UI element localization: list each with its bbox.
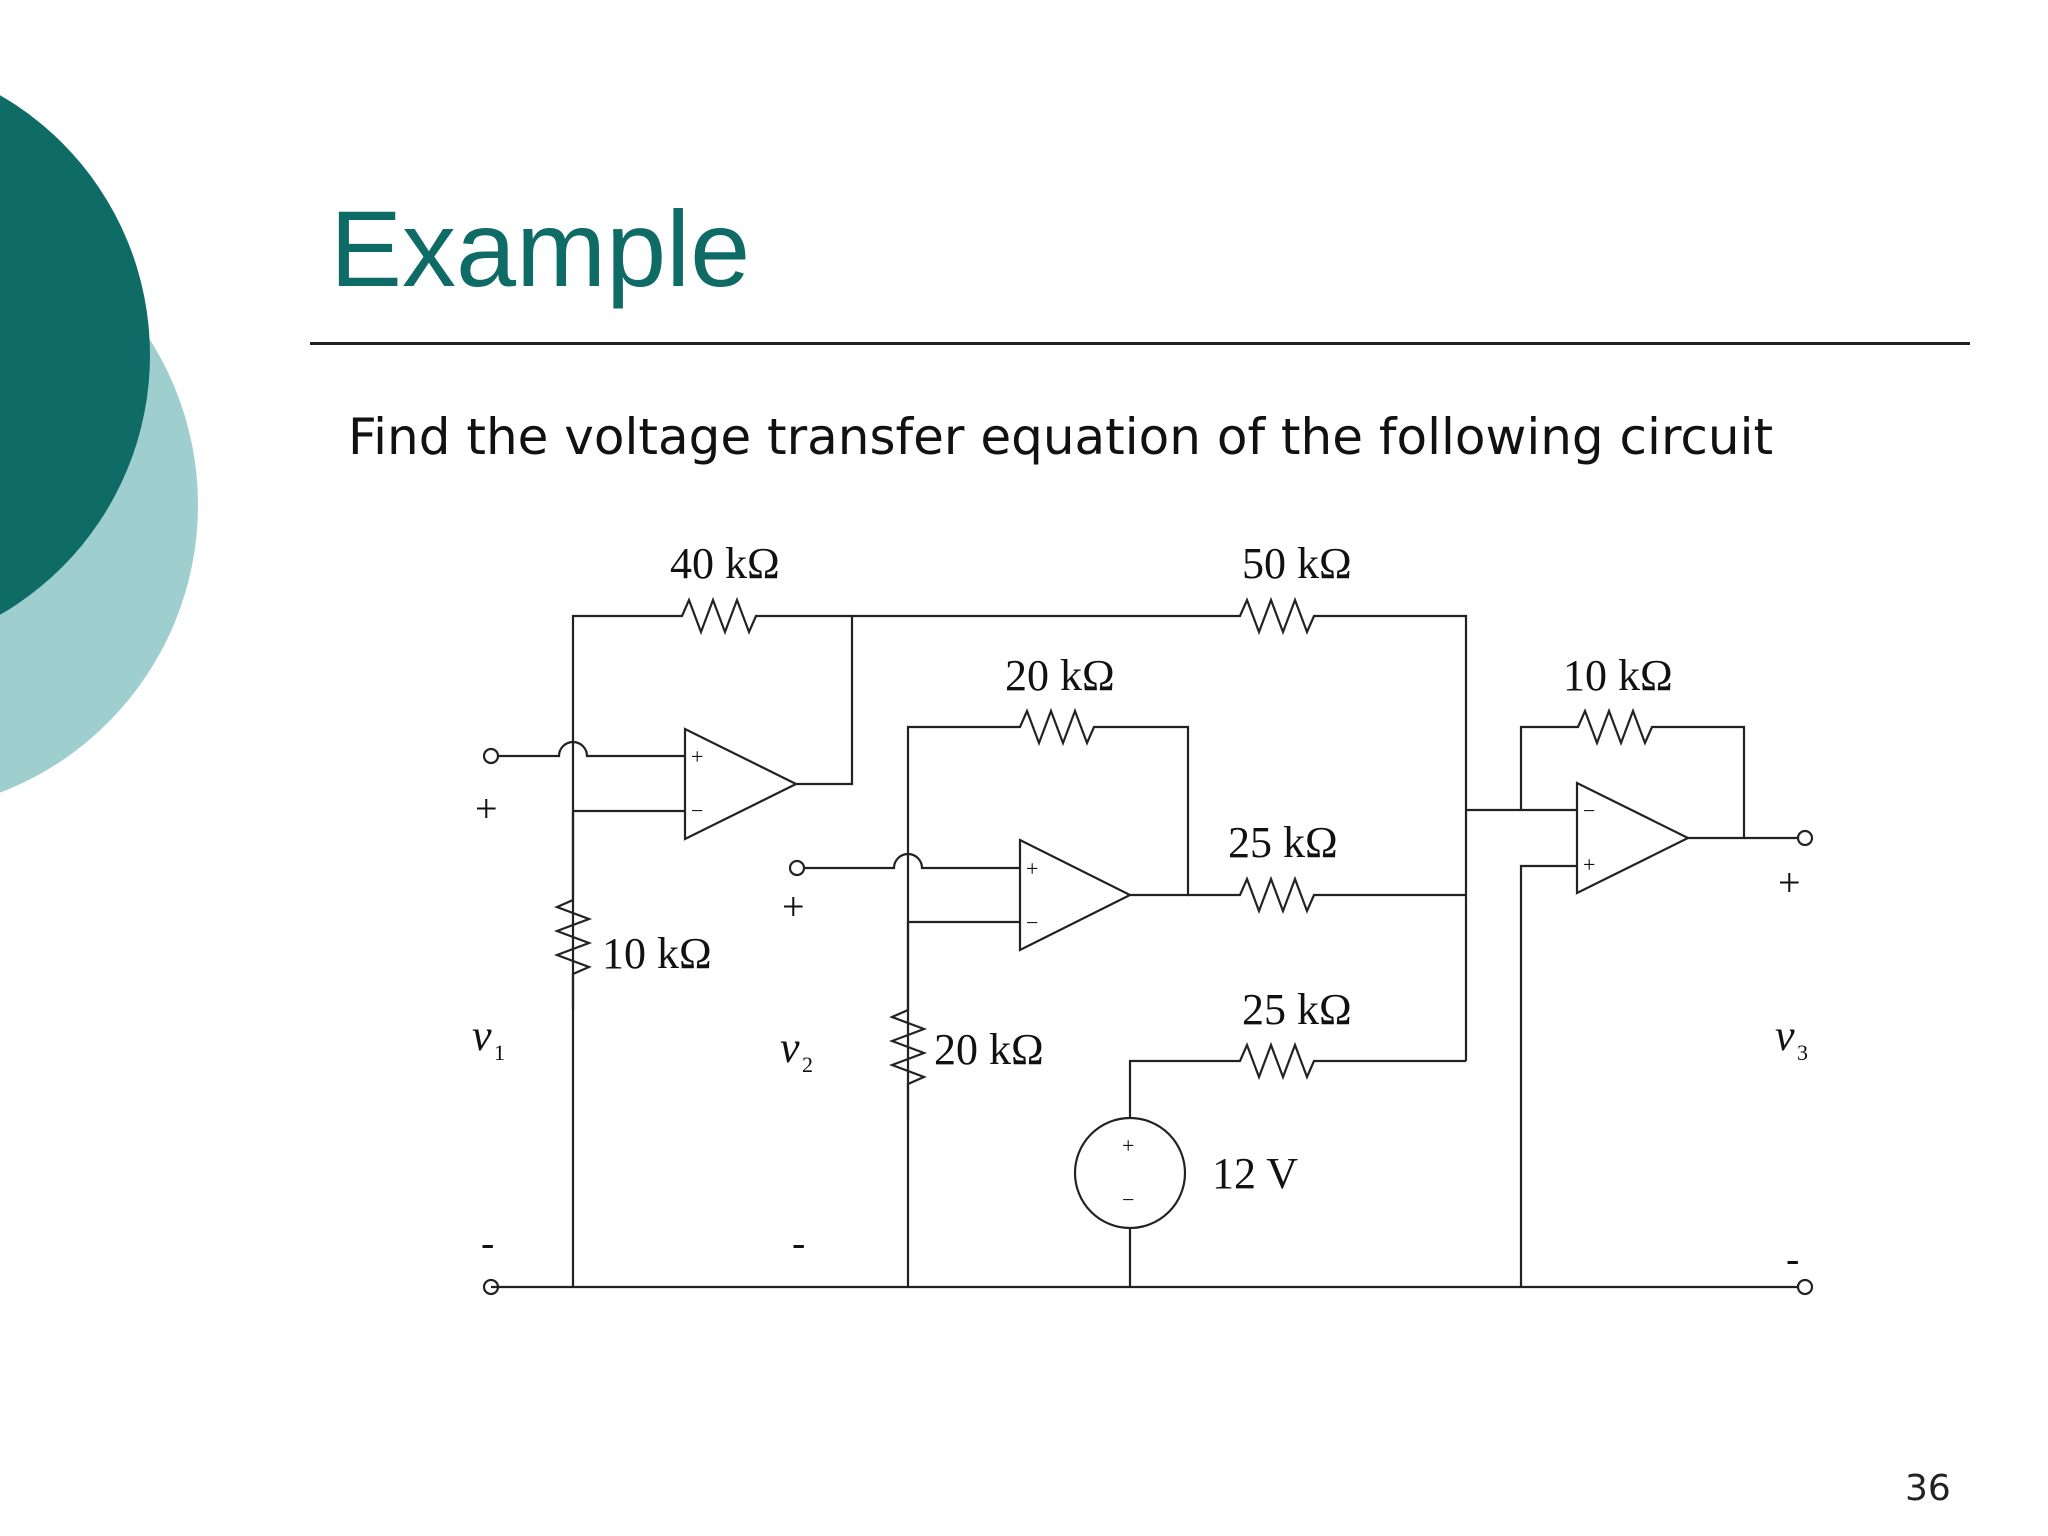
resistor-20k-ground — [888, 922, 928, 1120]
v1-plus-terminal — [482, 747, 500, 765]
label-25k-a: 25 kΩ — [1228, 818, 1338, 867]
resistor-50k — [852, 596, 1468, 1061]
opamp-1-plus: + — [691, 744, 703, 769]
label-40k: 40 kΩ — [670, 539, 780, 588]
opamp-3-plus: + — [1583, 852, 1595, 877]
opamp-3-minus: − — [1583, 798, 1595, 823]
resistor-25k-b — [1128, 1041, 1466, 1118]
v1-minus-terminal — [482, 1278, 500, 1296]
opamp-3-noninverting-wire — [1519, 864, 1577, 1287]
slide-title: Example — [330, 188, 751, 309]
opamp-1 — [683, 727, 799, 841]
v3-subscript: 3 — [1797, 1040, 1808, 1065]
opamp-2 — [1018, 838, 1133, 952]
opamp-1-minus: − — [691, 798, 703, 823]
source-minus-sign: − — [1122, 1187, 1134, 1212]
opamp-2-plus: + — [1026, 856, 1038, 881]
v2-label: v — [780, 1023, 800, 1072]
v2-minus-label: - — [792, 1220, 805, 1265]
label-10k-ground: 10 kΩ — [602, 929, 712, 978]
resistor-20k-feedback — [906, 707, 1190, 1287]
v3-minus-label: - — [1786, 1236, 1799, 1281]
label-50k: 50 kΩ — [1242, 539, 1352, 588]
resistor-25k-a — [1188, 875, 1466, 915]
dark-teal-circle — [0, 95, 150, 615]
v1-subscript: 1 — [494, 1040, 505, 1065]
label-12v: 12 V — [1212, 1149, 1298, 1198]
v1-label: v — [472, 1011, 492, 1060]
source-plus-sign: + — [1122, 1133, 1134, 1158]
label-10k-feedback: 10 kΩ — [1563, 651, 1673, 700]
label-20k-feedback: 20 kΩ — [1005, 651, 1115, 700]
resistor-10k-ground — [553, 811, 593, 1010]
opamp-3 — [1575, 781, 1691, 895]
v1-plus-label: + — [475, 786, 498, 831]
v1-minus-label: - — [481, 1220, 494, 1265]
page-number: 36 — [1905, 1468, 1951, 1509]
opamp-2-minus: − — [1026, 910, 1038, 935]
resistor-10k-feedback — [1519, 707, 1746, 840]
label-25k-b: 25 kΩ — [1242, 985, 1352, 1034]
v1-input-wire — [498, 740, 685, 758]
v2-plus-label: + — [782, 884, 805, 929]
title-rule — [310, 342, 1970, 345]
decorative-circles — [0, 95, 198, 793]
v3-plus-label: + — [1778, 860, 1801, 905]
v2-subscript: 2 — [802, 1052, 813, 1077]
slide-subtitle: Find the voltage transfer equation of th… — [348, 408, 1774, 466]
v3-minus-terminal — [1796, 1278, 1814, 1296]
v3-label: v — [1775, 1011, 1795, 1060]
label-20k-ground: 20 kΩ — [934, 1025, 1044, 1074]
v2-plus-terminal — [788, 859, 806, 877]
v2-input-wire — [804, 852, 1020, 870]
v3-plus-terminal — [1796, 829, 1814, 847]
